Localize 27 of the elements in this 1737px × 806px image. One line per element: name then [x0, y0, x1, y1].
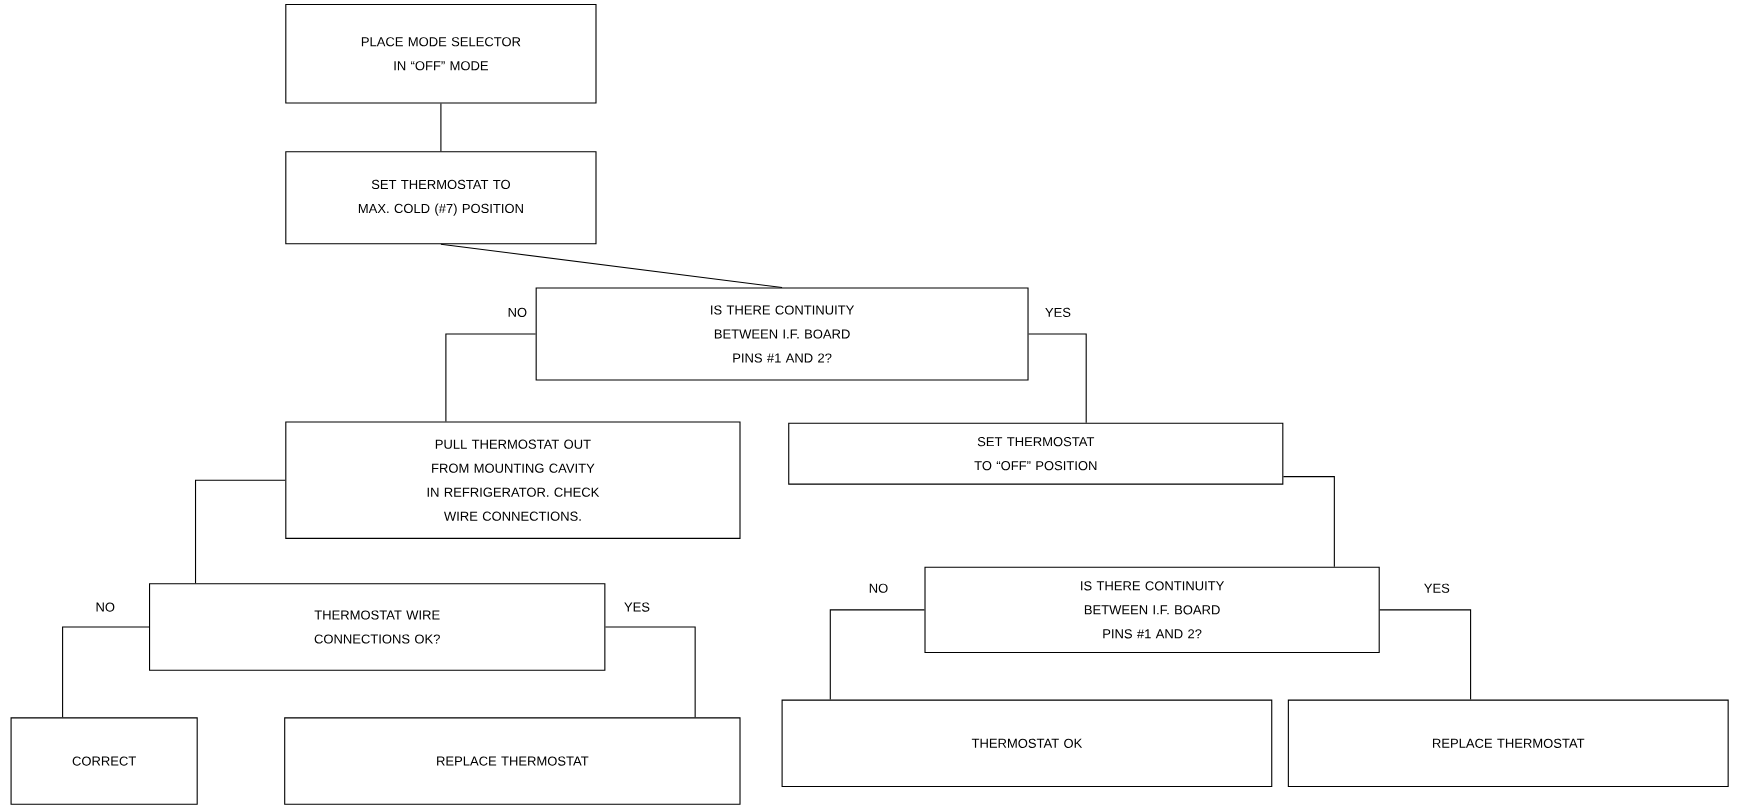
connector-line: [62, 626, 150, 718]
connector-line: [1379, 609, 1472, 701]
connector-line: [195, 479, 286, 584]
process-box: PLACE MODE SELECTOR IN “OFF” MODE: [285, 3, 597, 104]
process-box: THERMOSTAT OK: [781, 699, 1273, 788]
connector-line: [829, 609, 925, 701]
connector-line: [440, 103, 442, 152]
edge-label: NO: [506, 306, 529, 318]
process-box: THERMOSTAT WIRE CONNECTIONS OK?: [149, 583, 606, 671]
edge-label: NO: [94, 601, 116, 613]
process-box: IS THERE CONTINUITY BETWEEN I.F. BOARD PINS #1 AND 2?: [924, 566, 1380, 654]
connector-line: [1028, 333, 1087, 424]
process-box: CORRECT: [10, 717, 198, 805]
process-box: REPLACE THERMOSTAT: [284, 717, 741, 805]
connector-line: [445, 333, 537, 423]
edge-label: YES: [1043, 306, 1072, 318]
edge-label: NO: [867, 582, 890, 594]
connector-line: [604, 626, 696, 718]
edge-label: YES: [1422, 582, 1451, 594]
edge-label: YES: [622, 601, 651, 613]
connector-line: [1282, 476, 1335, 568]
process-box: SET THERMOSTAT TO “OFF” POSITION: [788, 422, 1284, 485]
process-box: SET THERMOSTAT TO MAX. COLD (#7) POSITION: [285, 151, 597, 245]
process-box: REPLACE THERMOSTAT: [1287, 699, 1729, 788]
process-box: PULL THERMOSTAT OUT FROM MOUNTING CAVITY IN REFRIGERATOR. CHECK WIRE CONNECTIONS.: [285, 421, 741, 539]
process-box: IS THERE CONTINUITY BETWEEN I.F. BOARD PINS #1 AND 2?: [535, 287, 1029, 381]
connector-line: [440, 243, 783, 289]
